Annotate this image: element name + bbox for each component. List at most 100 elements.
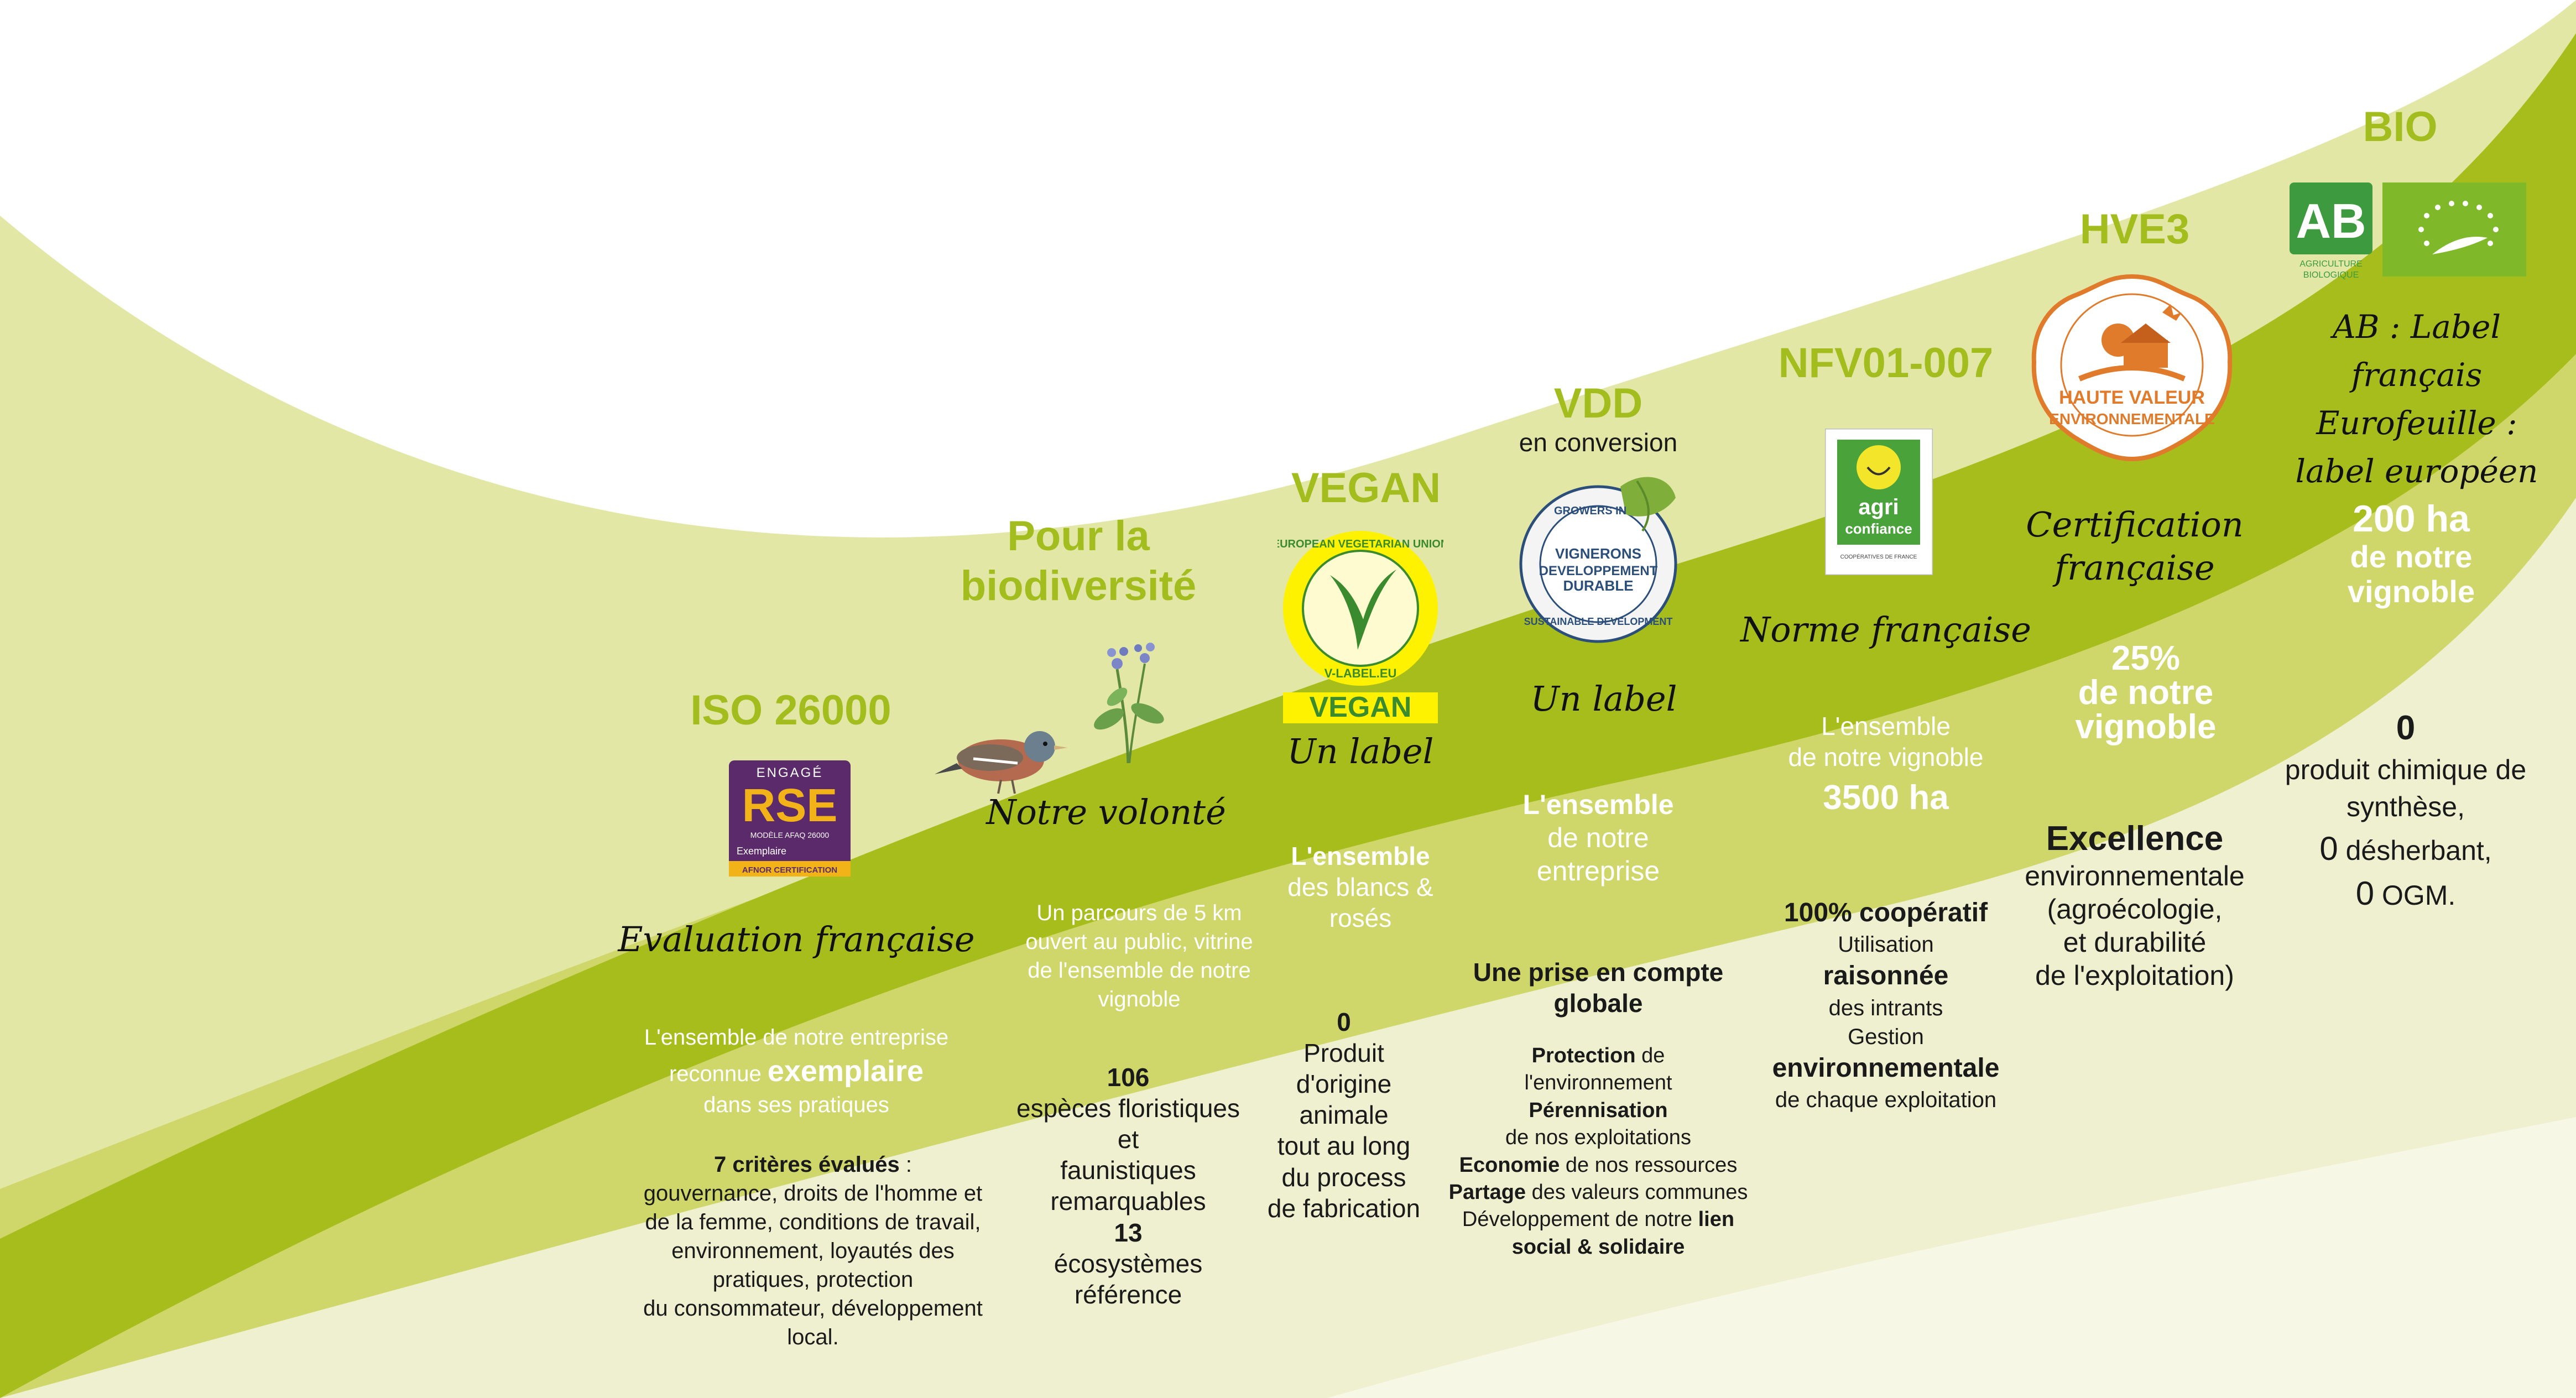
- hve3-heading: Excellence: [2046, 820, 2224, 858]
- hve3-title: HVE3: [2079, 206, 2190, 253]
- biodiversity-figures-line: référence: [1074, 1280, 1182, 1309]
- vdd-details-line: l'environnement: [1524, 1071, 1672, 1095]
- eurofeuille-logo-icon: [2382, 182, 2526, 277]
- vegan-figures-line: Produit: [1303, 1039, 1384, 1068]
- vineyard-share: 25%: [2111, 639, 2181, 677]
- bio-summary: 200 ha de notre vignoble: [2284, 498, 2538, 609]
- nfv-summary-line: de notre vignoble: [1788, 743, 1984, 772]
- badge-footer-text: AFNOR CERTIFICATION: [742, 865, 837, 875]
- badge-top-text: ENGAGÉ: [757, 765, 823, 780]
- nfv-heading: 100% coopératif: [1784, 898, 1988, 927]
- ab-caption1: AGRICULTURE: [2299, 259, 2363, 269]
- hve3-details: Excellence environnementale (agroécologi…: [1974, 818, 2295, 992]
- vdd-summary-line: de notre: [1547, 822, 1649, 853]
- vegan-figures-line: d'origine: [1296, 1070, 1392, 1099]
- bio-details-line: 0 désherbant,: [2319, 830, 2492, 867]
- biodiversity-summary-line: Un parcours de 5 km: [1036, 901, 1242, 925]
- bio-details: 0 produit chimique de synthèse, 0 désher…: [2240, 705, 2572, 916]
- vdd-subtitle: en conversion: [1519, 428, 1678, 457]
- iso-criteria-line: de la femme, conditions de travail,: [645, 1210, 981, 1234]
- vdd-ring-bottom: SUSTAINABLE DEVELOPMENT: [1524, 616, 1673, 627]
- vdd-summary-line: L'ensemble: [1522, 789, 1674, 820]
- species-count: 106: [1107, 1063, 1150, 1092]
- hve3-details-line: environnementale: [2025, 860, 2245, 892]
- chemical-count: 0: [2396, 709, 2416, 747]
- vdd-summary: L'ensemble de notre entreprise: [1460, 788, 1737, 888]
- vegan-figures-line: de fabrication: [1267, 1193, 1421, 1223]
- iso-criteria-line: local.: [787, 1325, 839, 1349]
- biodiversity-figures-line: et: [1117, 1125, 1139, 1154]
- hve-line1: HAUTE VALEUR: [2059, 387, 2205, 408]
- iso-26000-title: ISO 26000: [690, 687, 891, 734]
- vdd-heading-line: globale: [1553, 989, 1643, 1018]
- bio-script-line: Eurofeuille :: [2316, 404, 2517, 442]
- vdd-details-line: Pérennisation: [1529, 1098, 1668, 1122]
- nfv-details-line: de chaque exploitation: [1775, 1088, 1997, 1113]
- hve3-summary-line: de notre: [2078, 674, 2214, 712]
- v-label-ring-top: EUROPEAN VEGETARIAN UNION: [1277, 538, 1443, 550]
- vdd-ring-top: GROWERS IN: [1554, 505, 1626, 517]
- biodiversity-title-line2: biodiversité: [960, 562, 1197, 609]
- badge-sub-text: MODÈLE AFAQ 26000: [750, 831, 830, 839]
- vdd-details-line: Economie de nos ressources: [1459, 1153, 1738, 1177]
- v-label-ring-bottom: V-LABEL.EU: [1324, 666, 1397, 680]
- agri-word1: agri: [1858, 495, 1899, 519]
- bio-script-line: AB : Label français: [2332, 308, 2501, 394]
- bio-script-label: AB : Label français Eurofeuille : label …: [2267, 303, 2566, 495]
- haute-valeur-environnementale-seal-icon: HAUTE VALEUR ENVIRONNEMENTALE: [2031, 274, 2233, 462]
- iso-criteria-line: du consommateur, développement: [643, 1296, 983, 1321]
- iso-criteria-line: pratiques, protection: [712, 1267, 914, 1292]
- vdd-details: Protection de l'environnement Pérennisat…: [1416, 1042, 1781, 1261]
- ab-agriculture-biologique-logo-icon: AB AGRICULTURE BIOLOGIQUE: [2290, 182, 2372, 280]
- vegan-figures: 0 Produit d'origine animale tout au long…: [1239, 1006, 1449, 1224]
- bio-details-line: synthèse,: [2346, 791, 2465, 823]
- biodiversity-figures-line: remarquables: [1050, 1187, 1206, 1216]
- iso-criteria-heading: 7 critères évalués :: [713, 1152, 912, 1177]
- ecosystem-count: 13: [1114, 1218, 1143, 1247]
- v-label-word: VEGAN: [1310, 691, 1412, 723]
- vegan-summary: L'ensemble des blancs & rosés: [1239, 841, 1482, 933]
- nfv-summary-line: L'ensemble: [1821, 712, 1951, 740]
- hve3-summary: 25% de notre vignoble: [2013, 641, 2278, 744]
- cream-band: [0, 498, 2576, 1398]
- vdd-script-label: Un label: [1530, 679, 1677, 719]
- hve3-details-line: (agroécologie,: [2047, 894, 2223, 925]
- vdd-details-line: Développement de notre lien: [1462, 1208, 1735, 1232]
- hve3-script-line: française: [2054, 547, 2215, 588]
- hve3-details-line: et durabilité: [2063, 927, 2207, 958]
- v-label-vegan-logo-icon: EUROPEAN VEGETARIAN UNION V-LABEL.EU VEG…: [1277, 531, 1443, 723]
- ab-caption2: BIOLOGIQUE: [2303, 270, 2359, 280]
- biodiversity-title: Pour la biodiversité: [907, 512, 1250, 611]
- agri-caption: COOPÉRATIVES DE FRANCE: [1840, 553, 1917, 560]
- vdd-title: VDD: [1553, 380, 1643, 427]
- nfv-details: 100% coopératif Utilisation raisonnée de…: [1731, 896, 2041, 1114]
- hve3-details-line: de l'exploitation): [2035, 960, 2234, 992]
- nfv-summary: L'ensemble de notre vignoble 3500 ha: [1742, 711, 2030, 819]
- ab-letters: AB: [2296, 194, 2366, 248]
- nfv-details-line: environnementale: [1772, 1053, 2000, 1083]
- vegan-figures-line: du process: [1281, 1162, 1406, 1192]
- vegan-figures-line: animale: [1299, 1100, 1389, 1130]
- hve-line2: ENVIRONNEMENTALE: [2049, 410, 2215, 427]
- biodiversity-summary-line: vignoble: [1098, 987, 1181, 1011]
- iso-criteria-line: gouvernance, droits de l'homme et: [643, 1181, 983, 1206]
- iso-summary-line2: reconnue exemplaire: [669, 1055, 924, 1088]
- vineyard-area: 3500 ha: [1823, 779, 1949, 817]
- vegan-title: VEGAN: [1291, 465, 1441, 512]
- vdd-line1: VIGNERONS: [1555, 545, 1641, 562]
- bio-area: 200 ha: [2353, 498, 2470, 540]
- animal-product-count: 0: [1337, 1008, 1351, 1036]
- bio-summary-line: de notre: [2350, 539, 2473, 575]
- rse-engage-badge-icon: ENGAGÉ RSE MODÈLE AFAQ 26000 Exemplaire …: [729, 760, 851, 877]
- biodiversity-figures: 106 espèces floristiques et faunistiques…: [962, 1062, 1294, 1310]
- bird-illustration-icon: [935, 731, 1067, 794]
- vdd-heading-line: Une prise en compte: [1473, 958, 1724, 987]
- nfv-details-line: raisonnée: [1823, 961, 1949, 991]
- bio-title: BIO: [2363, 103, 2438, 150]
- vegan-summary-line: des blancs &: [1287, 873, 1433, 902]
- nfv-details-line: Utilisation: [1838, 932, 1934, 957]
- vdd-details-line: Partage des valeurs communes: [1448, 1180, 1748, 1204]
- biodiversity-figures-line: faunistiques: [1060, 1156, 1196, 1185]
- hve3-script-label: Certification française: [2007, 503, 2262, 589]
- vegan-script-label: Un label: [1287, 731, 1434, 771]
